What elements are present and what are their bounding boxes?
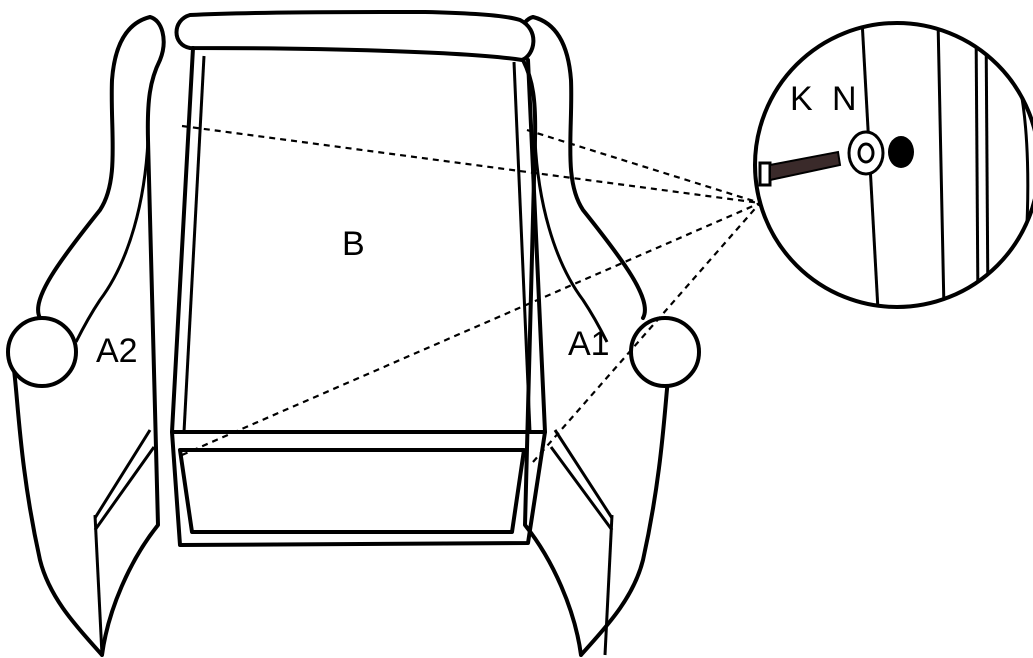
guide-line	[526, 128, 761, 205]
detail-callout	[753, 21, 1033, 309]
guide-line	[532, 202, 761, 463]
guide-line	[181, 124, 761, 205]
right-arm-roll	[629, 316, 701, 388]
label-b: B	[342, 225, 365, 263]
backrest-b	[170, 10, 547, 547]
label-a1: A1	[568, 325, 610, 363]
bolt-k	[758, 150, 842, 187]
label-a2: A2	[96, 332, 138, 370]
bolt-hole	[888, 136, 914, 168]
label-n: N	[832, 80, 857, 118]
guide-lines	[181, 124, 761, 463]
washer-n	[847, 130, 885, 176]
seat-front-panel	[178, 448, 526, 534]
backrest-top-pillow	[174, 10, 536, 62]
left-arm-roll	[6, 316, 78, 388]
left-arm-a2	[6, 15, 166, 657]
label-k: K	[790, 80, 813, 118]
